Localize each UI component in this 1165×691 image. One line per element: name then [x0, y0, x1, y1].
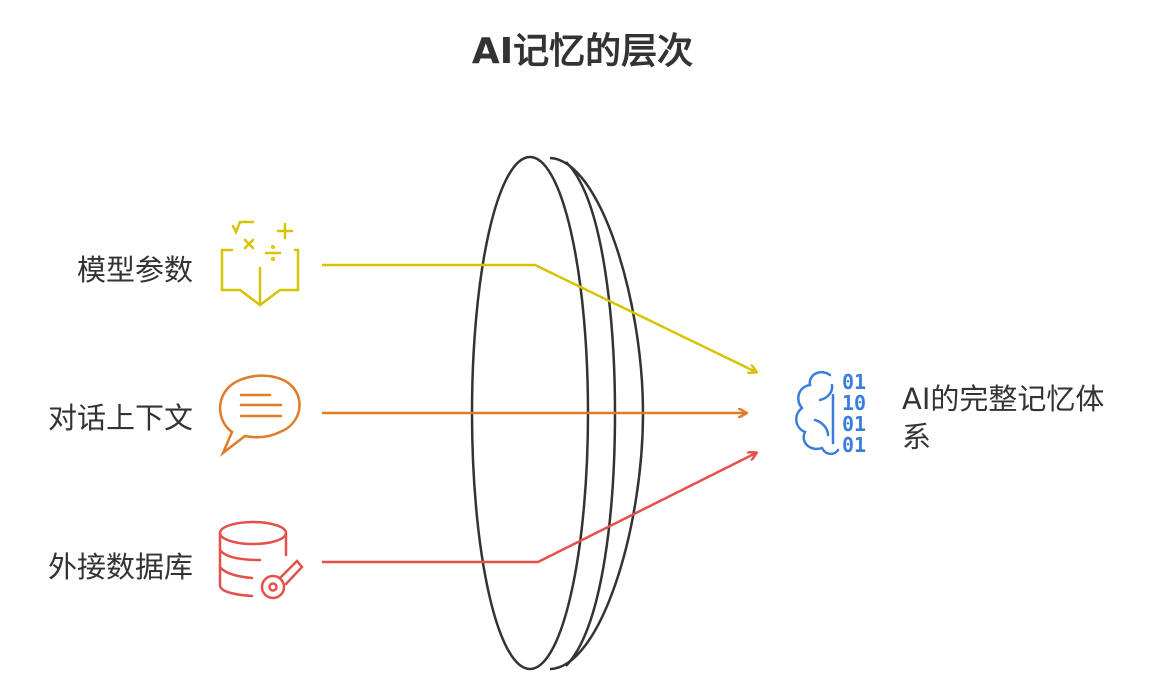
label-model-params: 模型参数 — [76, 253, 193, 287]
speech-bubble-icon — [218, 374, 301, 457]
brain-binary-icon — [795, 370, 840, 456]
svg-text:01: 01 — [842, 433, 866, 457]
svg-text:10: 10 — [842, 391, 866, 415]
binary-digits: 01 10 01 01 — [842, 370, 866, 457]
svg-text:01: 01 — [842, 412, 866, 436]
math-book-icon — [220, 220, 300, 307]
label-output-line2: 系 — [902, 420, 932, 454]
database-key-icon — [218, 520, 304, 600]
diagram-title: AI记忆的层次 — [471, 31, 694, 72]
arrow-database — [322, 453, 756, 564]
svg-text:01: 01 — [842, 370, 866, 394]
label-output-line1: AI的完整记忆体 — [902, 382, 1105, 416]
label-context: 对话上下文 — [47, 401, 193, 435]
label-database: 外接数据库 — [47, 550, 193, 584]
arrow-model-params — [322, 263, 756, 372]
